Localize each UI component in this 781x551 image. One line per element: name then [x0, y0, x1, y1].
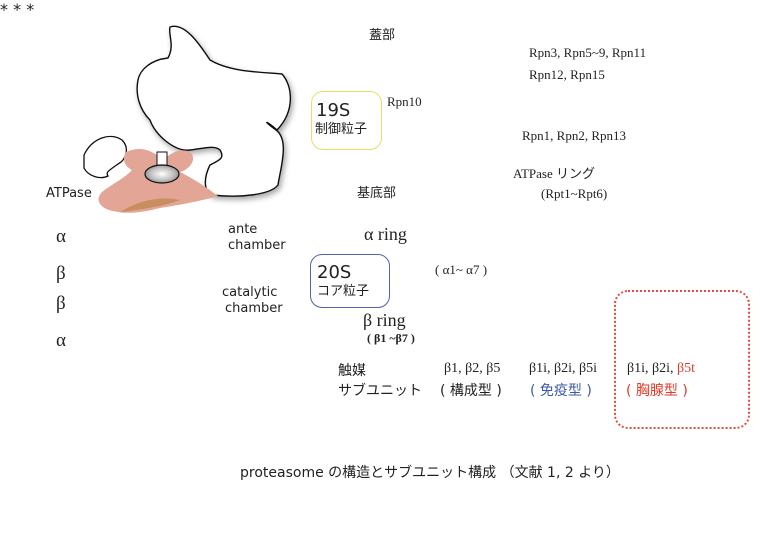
- catalytic-subunits-label: 触媒 サブユニット: [338, 361, 422, 401]
- catalytic-subunits-label-line2: サブユニット: [338, 383, 422, 399]
- top-atpase-shape: [98, 149, 218, 213]
- active-site-asterisk-2: *: [13, 0, 22, 19]
- constitutive-type: ( 構成型 ): [440, 383, 502, 399]
- ring-label-beta-upper: β: [56, 263, 66, 284]
- ring-label-beta-lower: β: [56, 293, 66, 314]
- thymo-subunit-beta5t: β5t: [677, 361, 696, 376]
- thymo-subunits: β1i, β2i, β5t: [627, 361, 695, 377]
- ring-label-alpha-bottom: α: [56, 330, 66, 351]
- atpase-label: ATPase: [46, 186, 92, 201]
- base-subunits: Rpn1, Rpn2, Rpn13: [522, 128, 627, 143]
- particle-20s-box: 20S コア粒子: [310, 254, 390, 308]
- atpase-ring-label: ATPase リング: [513, 166, 595, 181]
- ante-chamber-label-line1: ante: [228, 222, 258, 237]
- ante-chamber-top: * * *: [0, 0, 750, 481]
- catalytic-chamber-label-line2: chamber: [225, 301, 283, 316]
- lid-subunits-line1: Rpn3, Rpn5~9, Rpn11: [529, 45, 647, 60]
- particle-20s-name: 20S: [317, 262, 352, 283]
- constitutive-subunits: β1, β2, β5: [444, 361, 501, 376]
- top-small-lobe-shape: [83, 135, 128, 179]
- catalytic-subunits-label-line1: 触媒: [338, 363, 366, 379]
- particle-19s-subtitle: 制御粒子: [315, 122, 368, 137]
- atpase-ring-range: (Rpt1~Rpt6): [541, 186, 608, 201]
- lid-subunits-line2: Rpn12, Rpn15: [529, 67, 605, 82]
- active-site-asterisk-3: *: [26, 0, 35, 19]
- particle-20s-subtitle: コア粒子: [317, 284, 370, 299]
- figure-caption: proteasome の構造とサブユニット構成 （文献 1, 2 より）: [240, 465, 620, 481]
- ante-chamber-label: ante chamber: [228, 222, 286, 254]
- alpha-ring-range: ( α1~ α7 ): [435, 262, 488, 277]
- catalytic-chamber-label: catalytic chamber: [222, 285, 283, 317]
- thymoproteasome-highlight-box: [614, 290, 750, 429]
- base-label: 基底部: [357, 186, 397, 201]
- active-site-asterisk-1: *: [0, 0, 8, 19]
- immuno-subunits: β1i, β2i, β5i: [529, 361, 598, 376]
- ante-chamber-label-line2: chamber: [228, 238, 286, 253]
- catalytic-chamber: * * *: [0, 0, 750, 481]
- alpha-ring-label: α ring: [364, 224, 407, 244]
- beta-ring-label: β ring: [363, 310, 406, 330]
- particle-19s-name: 19S: [316, 100, 351, 121]
- particle-19s-box: 19S 制御粒子: [311, 91, 382, 150]
- ante-chamber-bottom: * * *: [0, 0, 750, 481]
- immuno-type: ( 免疫型 ): [530, 383, 592, 399]
- catalytic-chamber-pointer: * * *: [0, 0, 750, 481]
- ring-label-alpha-top: α: [56, 226, 66, 247]
- thymo-subunits-main: β1i, β2i,: [627, 361, 678, 376]
- thymo-type: ( 胸腺型 ): [626, 383, 688, 399]
- beta-ring-range: ( β1 ~β7 ): [367, 331, 415, 345]
- rpn10-label: Rpn10: [387, 94, 422, 109]
- lid-label: 蓋部: [369, 28, 396, 43]
- ante-chamber-pointer: * * *: [0, 0, 750, 481]
- catalytic-chamber-label-line1: catalytic: [222, 285, 278, 300]
